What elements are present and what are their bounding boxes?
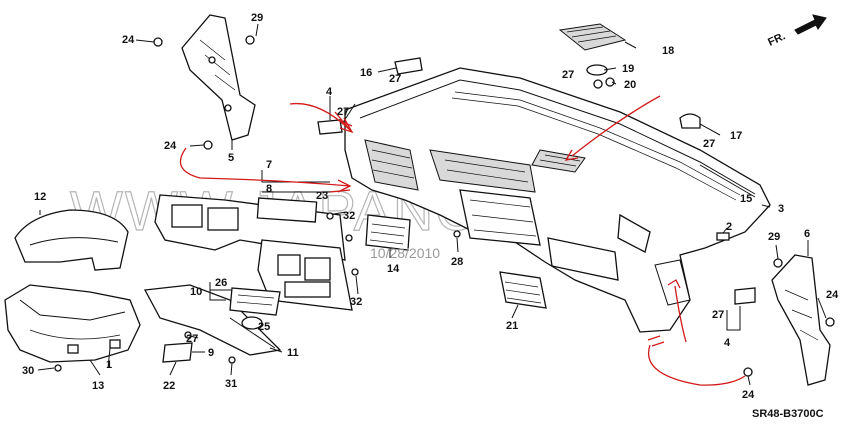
column-cover-lower	[4, 284, 141, 363]
callout-27: 27	[186, 333, 198, 345]
callout-13: 13	[92, 380, 104, 392]
callout-22: 22	[163, 380, 175, 392]
callout-31: 31	[225, 378, 237, 390]
callout-29: 29	[251, 12, 263, 24]
lower-panel	[143, 284, 282, 356]
center-vent	[365, 214, 411, 251]
callout-19: 19	[622, 63, 634, 75]
callout-15: 15	[740, 193, 752, 205]
dashboard-panel	[344, 67, 771, 333]
callout-18: 18	[662, 45, 674, 57]
callout-20: 20	[624, 79, 636, 91]
direction-label: FR.	[766, 30, 787, 48]
center-panel	[257, 239, 353, 311]
callout-24: 24	[122, 34, 135, 46]
diagram-code: SR48-B3700C	[752, 408, 824, 420]
callout-25: 25	[258, 321, 270, 333]
callout-17: 17	[730, 130, 742, 142]
ash-tray	[229, 287, 281, 316]
callout-3: 3	[778, 203, 784, 215]
callout-24: 24	[742, 389, 755, 401]
callout-6: 6	[804, 228, 810, 240]
callout-2: 2	[726, 221, 732, 233]
column-cover-upper	[14, 209, 129, 271]
callout-24: 24	[826, 289, 839, 301]
callout-27: 27	[562, 69, 574, 81]
clips-and-fasteners	[54, 35, 835, 377]
callout-5: 5	[228, 152, 234, 164]
front-direction-arrow: FR.	[766, 14, 827, 49]
callout-30: 30	[22, 365, 34, 377]
date-stamp: 10/28/2010	[370, 245, 440, 261]
callout-27: 27	[337, 106, 349, 118]
callout-21: 21	[506, 320, 518, 332]
callout-24: 24	[164, 140, 177, 152]
callout-27: 27	[389, 73, 401, 85]
callout-27: 27	[703, 138, 715, 150]
callout-8: 8	[266, 183, 272, 195]
callout-labels: 24 29 24 5 7 8 4 27 16 27 18 27 19 20 17…	[22, 12, 839, 401]
callout-4: 4	[326, 86, 333, 98]
callout-28: 28	[451, 256, 463, 268]
callout-1: 1	[106, 359, 112, 371]
callout-9: 9	[208, 347, 214, 359]
callout-16: 16	[360, 67, 372, 79]
callout-27: 27	[712, 309, 724, 321]
callout-11: 11	[287, 347, 299, 359]
speaker-grille	[558, 23, 627, 51]
callout-7: 7	[266, 159, 272, 171]
callout-26: 26	[215, 277, 227, 289]
callout-12: 12	[34, 191, 46, 203]
callout-4: 4	[724, 337, 731, 349]
callout-32: 32	[350, 296, 362, 308]
callout-23: 23	[316, 190, 328, 202]
side-vent	[499, 271, 547, 309]
callout-10: 10	[190, 286, 202, 298]
callout-14: 14	[387, 263, 400, 275]
bracket-left	[181, 14, 256, 141]
leader-lines	[37, 23, 827, 386]
red-annotations	[179, 95, 746, 386]
callout-29: 29	[768, 231, 780, 243]
bracket-right	[771, 254, 831, 386]
callout-32: 32	[343, 210, 355, 222]
